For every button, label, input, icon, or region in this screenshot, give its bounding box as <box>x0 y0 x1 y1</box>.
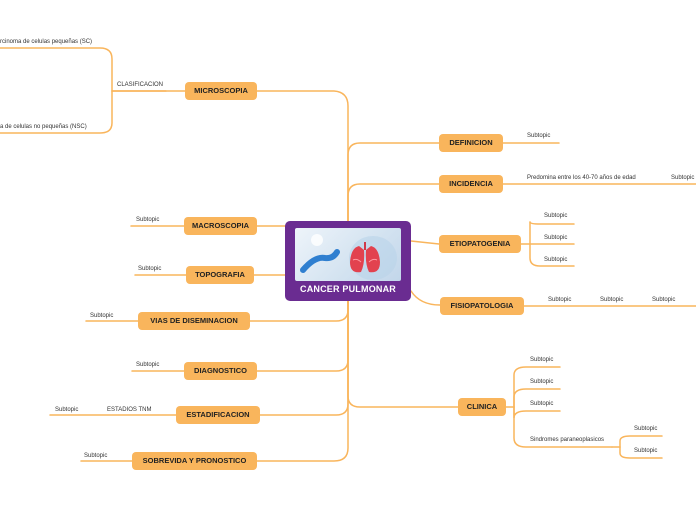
central-title: CANCER PULMONAR <box>285 284 411 294</box>
vias-subtopic[interactable]: Subtopic <box>90 312 113 320</box>
macroscopia-subtopic[interactable]: Subtopic <box>136 216 159 224</box>
fisiopatologia-node[interactable]: FISIOPATOLOGIA <box>440 297 524 315</box>
estadificacion-node[interactable]: ESTADIFICACION <box>176 406 260 424</box>
estadificacion-subtopic[interactable]: Subtopic <box>55 406 78 414</box>
macroscopia-node[interactable]: MACROSCOPIA <box>184 217 257 235</box>
small-cell-label[interactable]: rcinoma de celulas pequeñas (SC) <box>0 38 92 46</box>
topografia-node[interactable]: TOPOGRAFIA <box>186 266 254 284</box>
fisiopatologia-subtopic-3[interactable]: Subtopic <box>652 296 675 304</box>
lungs-illustration <box>295 228 401 281</box>
etiopatogenia-node[interactable]: ETIOPATOGENIA <box>439 235 521 253</box>
clinica-node[interactable]: CLINICA <box>458 398 506 416</box>
vias-diseminacion-node[interactable]: VIAS DE DISEMINACION <box>138 312 250 330</box>
fisiopatologia-subtopic-2[interactable]: Subtopic <box>600 296 623 304</box>
definicion-subtopic[interactable]: Subtopic <box>527 132 550 140</box>
etiopatogenia-subtopic-3[interactable]: Subtopic <box>544 256 567 264</box>
sindromes-paraneoplasicos-label[interactable]: Sindromes paraneoplasicos <box>530 436 604 444</box>
clasificacion-label[interactable]: CLASIFICACION <box>117 81 163 89</box>
incidencia-detail[interactable]: Predomina entre los 40-70 años de edad <box>527 174 636 182</box>
fisiopatologia-subtopic-1[interactable]: Subtopic <box>548 296 571 304</box>
diagnostico-subtopic[interactable]: Subtopic <box>136 361 159 369</box>
diagnostico-node[interactable]: DIAGNOSTICO <box>184 362 257 380</box>
sindromes-subtopic-2[interactable]: Subtopic <box>634 447 657 455</box>
microscopia-node[interactable]: MICROSCOPIA <box>185 82 257 100</box>
non-small-cell-label[interactable]: a de celulas no pequeñas (NSC) <box>0 123 87 131</box>
sobrevida-subtopic[interactable]: Subtopic <box>84 452 107 460</box>
incidencia-node[interactable]: INCIDENCIA <box>439 175 503 193</box>
estadios-tnm-label[interactable]: ESTADIOS TNM <box>107 406 151 414</box>
clinica-subtopic-1[interactable]: Subtopic <box>530 356 553 364</box>
etiopatogenia-subtopic-1[interactable]: Subtopic <box>544 212 567 220</box>
clinica-subtopic-3[interactable]: Subtopic <box>530 400 553 408</box>
incidencia-subtopic[interactable]: Subtopic <box>671 174 694 182</box>
clinica-subtopic-2[interactable]: Subtopic <box>530 378 553 386</box>
etiopatogenia-subtopic-2[interactable]: Subtopic <box>544 234 567 242</box>
topografia-subtopic[interactable]: Subtopic <box>138 265 161 273</box>
central-topic[interactable]: CANCER PULMONAR <box>285 221 411 301</box>
sobrevida-pronostico-node[interactable]: SOBREVIDA Y PRONOSTICO <box>132 452 257 470</box>
sindromes-subtopic-1[interactable]: Subtopic <box>634 425 657 433</box>
definicion-node[interactable]: DEFINICION <box>439 134 503 152</box>
